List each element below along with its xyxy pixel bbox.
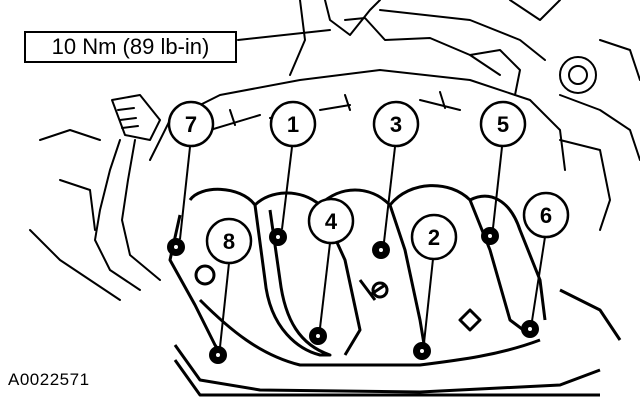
bolt-6 (521, 320, 539, 338)
callout-8-label: 8 (223, 229, 235, 254)
bolt-2 (413, 342, 431, 360)
callout-7-label: 7 (185, 112, 197, 137)
callout-3-label: 3 (390, 112, 402, 137)
callout-8: 8 (205, 217, 253, 265)
callout-6-label: 6 (540, 203, 552, 228)
callout-5: 5 (479, 100, 527, 148)
callout-7: 7 (167, 100, 215, 148)
callout-4: 4 (307, 197, 355, 245)
bolt-7 (167, 238, 185, 256)
bolt-4 (309, 327, 327, 345)
callout-1: 1 (269, 100, 317, 148)
bolt-3 (372, 241, 390, 259)
leader-lines (179, 146, 546, 348)
bolt-1 (269, 228, 287, 246)
callout-3: 3 (372, 100, 420, 148)
callout-1-label: 1 (287, 112, 299, 137)
callout-5-label: 5 (497, 112, 509, 137)
manifold-bolts (167, 227, 539, 364)
bolt-callouts: 7 1 3 5 8 4 2 6 (167, 100, 570, 265)
callout-2: 2 (410, 213, 458, 261)
figure-id: A0022571 (8, 370, 90, 389)
torque-spec-label: 10 Nm (89 lb-in) (24, 31, 237, 63)
bolt-8 (209, 346, 227, 364)
bolt-5 (481, 227, 499, 245)
callout-4-label: 4 (325, 209, 338, 234)
callout-2-label: 2 (428, 225, 440, 250)
callout-6: 6 (522, 191, 570, 239)
